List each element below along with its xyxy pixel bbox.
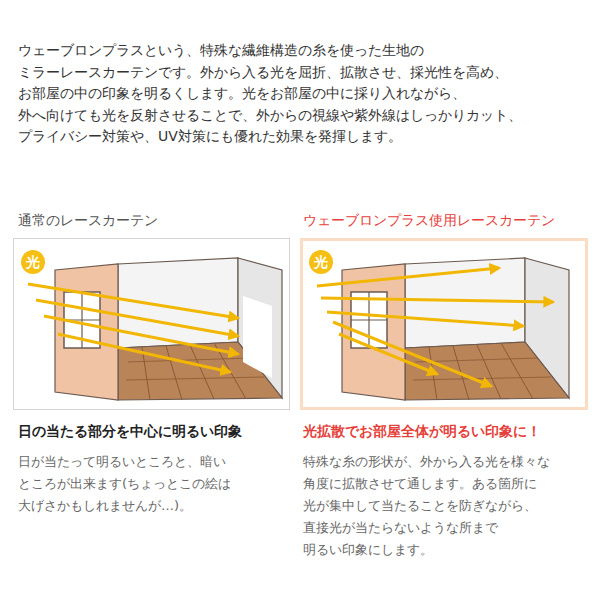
illustration-panel: 通常のレースカーテン日の当たる部分を中心に明るい印象日が当たって明るいところと、… bbox=[13, 238, 290, 410]
bright-patch bbox=[243, 296, 272, 378]
panel-heading: 日の当たる部分を中心に明るい印象 bbox=[18, 423, 242, 441]
badge-label: 光 bbox=[314, 255, 328, 269]
light-arrows bbox=[28, 284, 238, 372]
light-badge: 光 bbox=[309, 250, 333, 274]
panel-heading: 光拡散でお部屋全体が明るい印象に！ bbox=[303, 423, 541, 441]
room-drawing bbox=[55, 258, 282, 400]
left-room bbox=[28, 258, 282, 400]
panel-header: ウェーブロンプラス使用レースカーテン bbox=[303, 212, 555, 230]
intro-paragraph: ウェーブロンプラスという、特殊な繊維構造の糸を使った生地の ミラーレースカーテン… bbox=[18, 40, 558, 148]
panel-header: 通常のレースカーテン bbox=[18, 212, 158, 230]
light-arrows bbox=[317, 268, 553, 386]
illustration-panel: ウェーブロンプラス使用レースカーテン光拡散でお部屋全体が明るい印象に！特殊な糸の… bbox=[300, 238, 588, 410]
panel-body: 特殊な糸の形状が、外から入る光を様々な 角度に拡散させて通します。ある箇所に 光… bbox=[303, 451, 561, 561]
panel-body: 日が当たって明るいところと、暗い ところが出来ます(ちょっとこの絵は 大げさかも… bbox=[18, 451, 254, 517]
light-badge: 光 bbox=[21, 250, 45, 274]
right-room bbox=[317, 258, 569, 400]
badge-label: 光 bbox=[26, 255, 40, 269]
